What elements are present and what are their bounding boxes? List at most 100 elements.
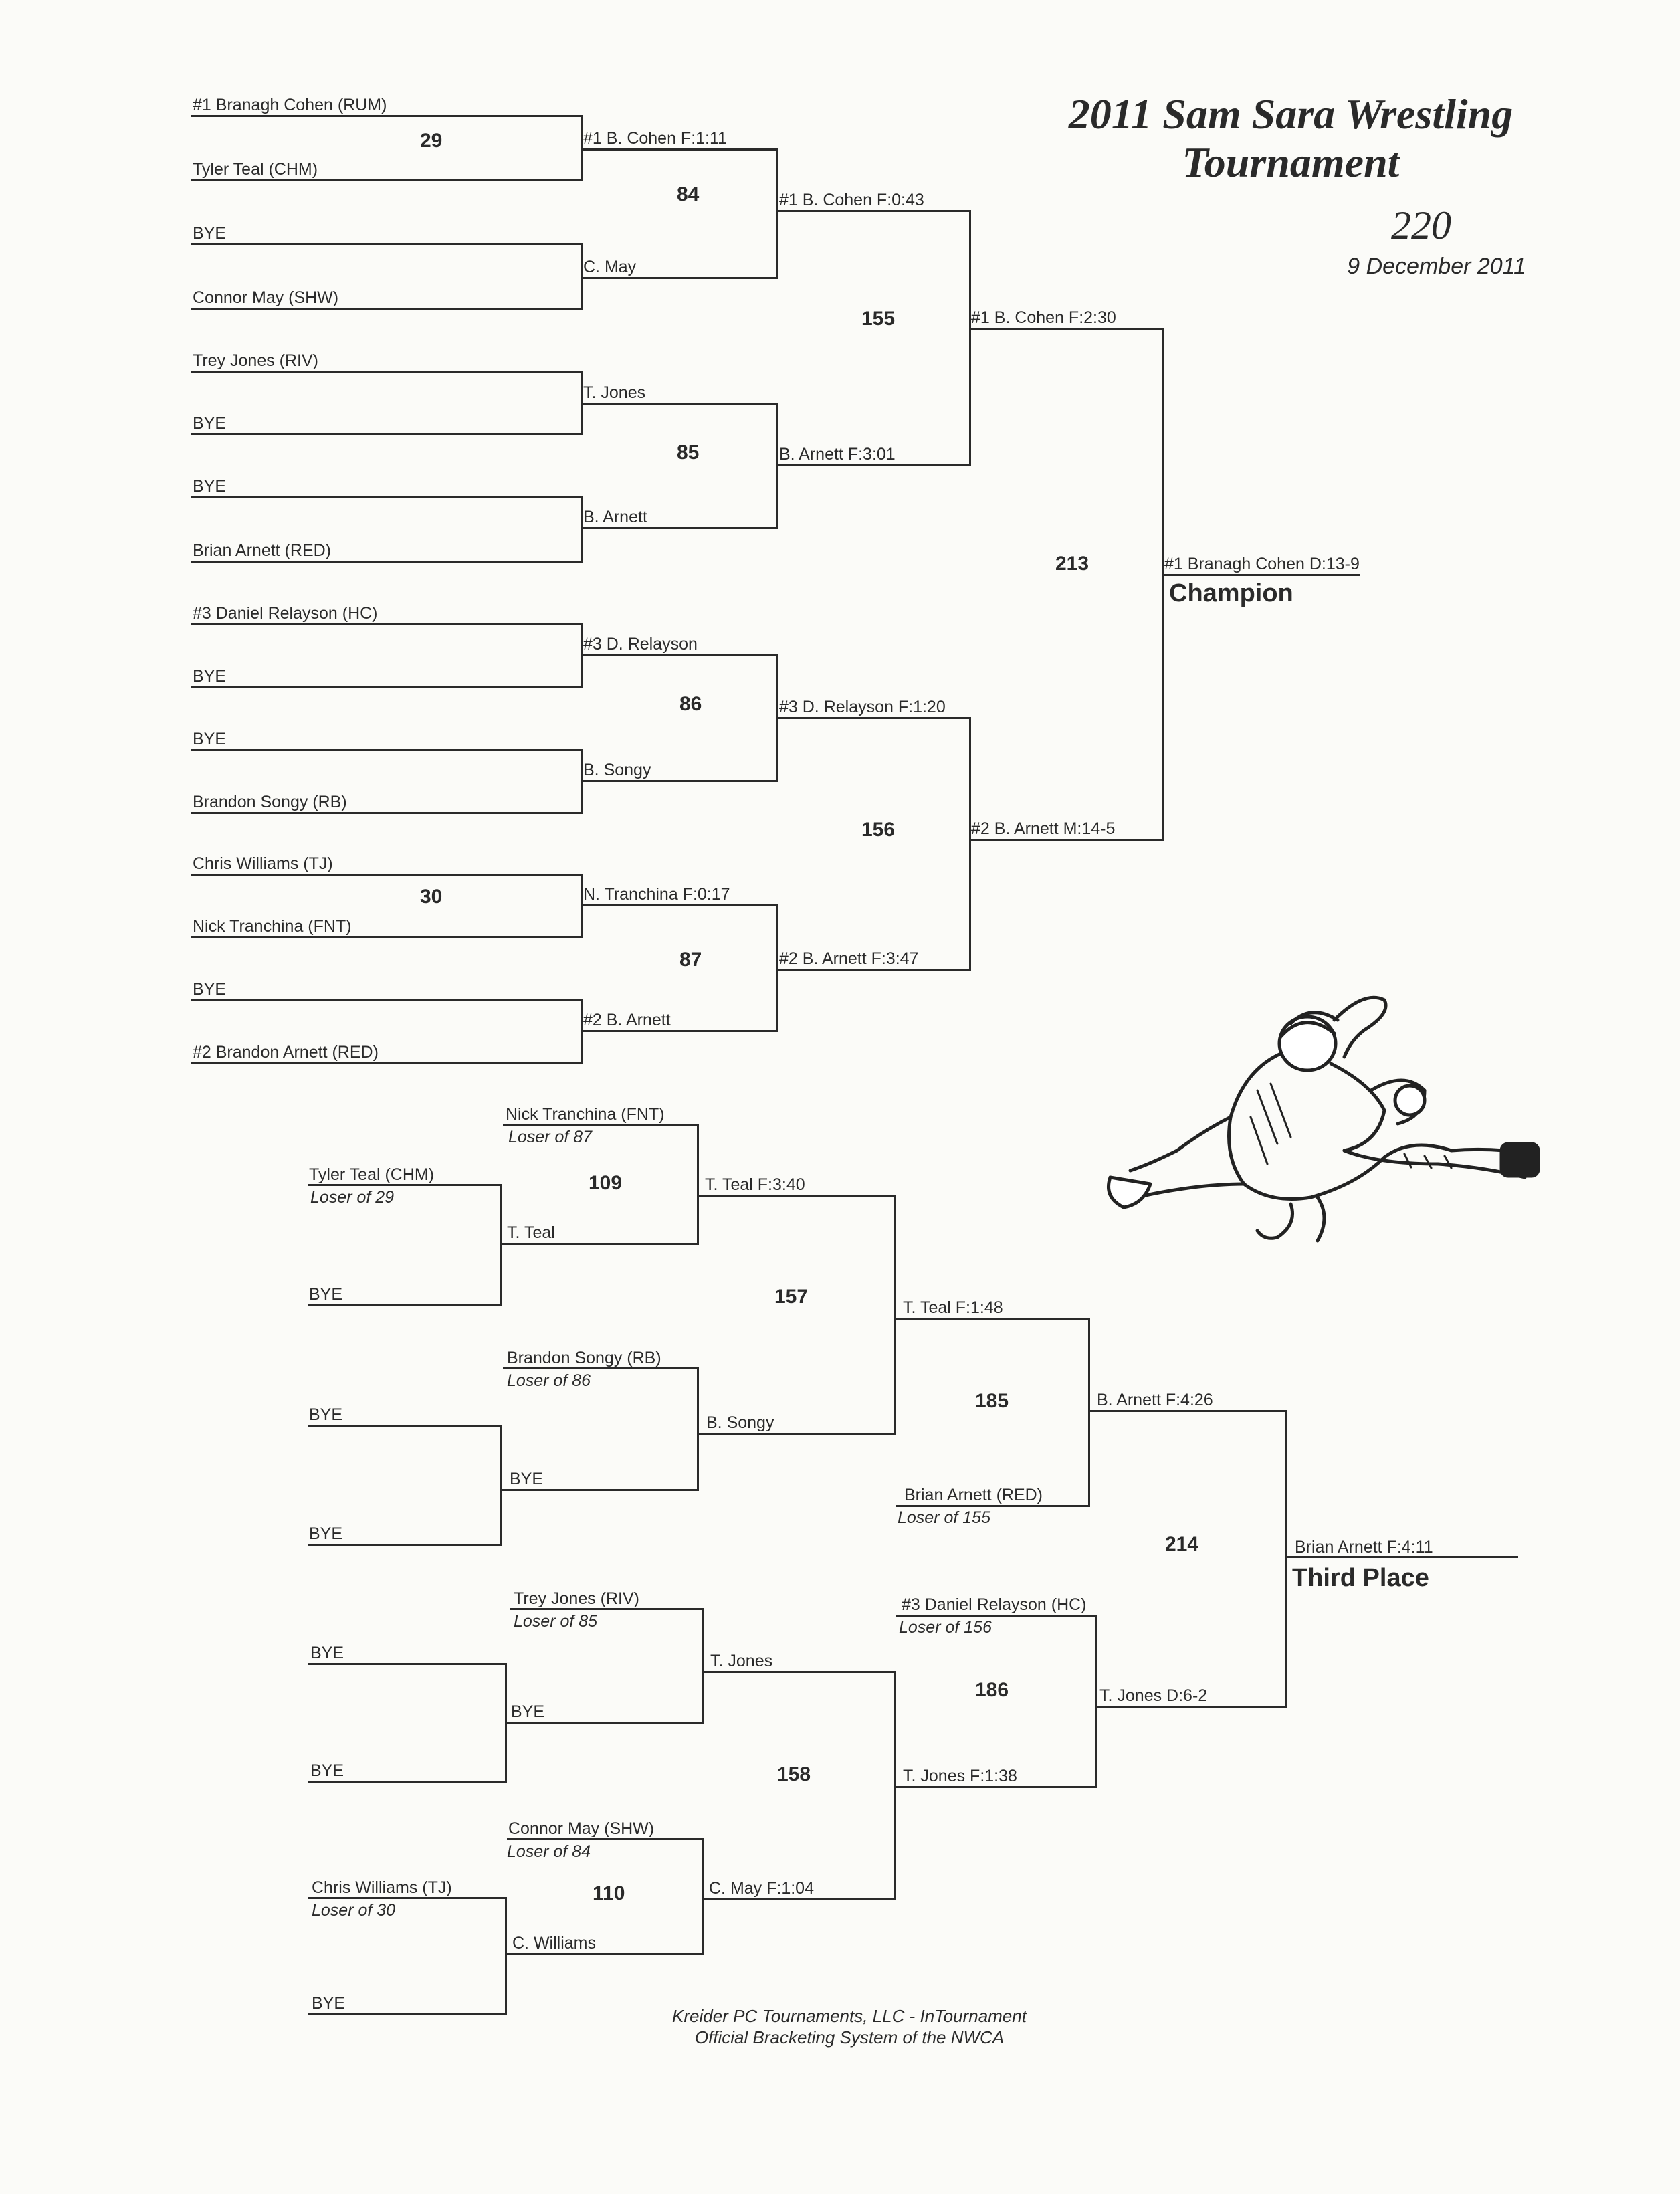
- bout-number: 158: [777, 1763, 811, 1785]
- entrant-name: #1 Branagh Cohen (RUM): [193, 96, 387, 114]
- bracket-line: [581, 243, 583, 310]
- bout-result: #3 D. Relayson: [583, 635, 698, 654]
- entrant-name: BYE: [193, 414, 227, 433]
- bout-number: 186: [975, 1679, 1009, 1701]
- footer-line-1: Kreider PC Tournaments, LLC - InTourname…: [672, 2006, 1027, 2026]
- bracket-line: [308, 1897, 507, 1899]
- bout-number: 30: [420, 886, 443, 908]
- bracket-line: [894, 1318, 1090, 1320]
- loser-of-note: Loser of 30: [312, 1901, 396, 1920]
- bout-number: 185: [975, 1390, 1009, 1412]
- consolation-entrant: Tyler Teal (CHM): [309, 1165, 435, 1184]
- consolation-entrant: Chris Williams (TJ): [312, 1878, 452, 1897]
- bracket-line: [191, 243, 582, 245]
- bout-result: T. Teal: [507, 1223, 555, 1242]
- entrant-name: BYE: [193, 224, 227, 243]
- bracket-line: [308, 1544, 502, 1546]
- entrant-name: Tyler Teal (CHM): [193, 160, 318, 179]
- bracket-line: [503, 1367, 699, 1369]
- bracket-line: [500, 1489, 699, 1491]
- consolation-entrant: Connor May (SHW): [508, 1819, 655, 1838]
- bout-number: 109: [589, 1172, 623, 1194]
- bracket-line: [191, 999, 582, 1001]
- third-place-result: Brian Arnett F:4:11: [1295, 1538, 1433, 1557]
- bout-result: #2 B. Arnett: [583, 1011, 671, 1029]
- bracket-line: [776, 904, 778, 1032]
- bracket-line: [776, 717, 970, 719]
- bracket-line: [191, 1062, 582, 1064]
- bracket-line: [1088, 1410, 1287, 1412]
- loser-of-note: Loser of 85: [514, 1612, 598, 1631]
- third-place-label: Third Place: [1292, 1564, 1429, 1592]
- bracket-line: [969, 210, 971, 466]
- bracket-line: [1162, 328, 1164, 841]
- bracket-line: [697, 1195, 896, 1197]
- tournament-date: 9 December 2011: [1347, 254, 1526, 279]
- bracket-line: [500, 1425, 502, 1546]
- bracket-line: [969, 328, 1164, 330]
- bracket-line: [510, 1608, 704, 1610]
- bout-result: #2 B. Arnett F:3:47: [779, 949, 919, 968]
- bracket-line: [581, 496, 583, 563]
- bracket-line: [191, 561, 582, 563]
- entrant-name: BYE: [193, 477, 227, 496]
- consolation-entrant: Brian Arnett (RED): [904, 1486, 1043, 1504]
- bout-result: B. Arnett: [583, 508, 647, 526]
- bracket-line: [191, 371, 582, 373]
- bracket-line: [1095, 1615, 1097, 1788]
- bracket-line: [1285, 1410, 1287, 1708]
- footer-line-2: Official Bracketing System of the NWCA: [694, 2027, 1005, 2048]
- wrestlers-illustration: [1107, 995, 1540, 1243]
- bracket-line: [581, 780, 778, 782]
- entrant-name: Trey Jones (RIV): [193, 351, 319, 370]
- entrant-name: #2 Brandon Arnett (RED): [193, 1043, 379, 1062]
- loser-of-note: Loser of 29: [310, 1188, 395, 1207]
- loser-of-note: Loser of 156: [899, 1618, 992, 1637]
- bracket-line: [191, 936, 582, 938]
- bout-result: T. Jones F:1:38: [903, 1767, 1017, 1785]
- title-line-2: Tournament: [1182, 138, 1400, 186]
- bout-result: B. Arnett F:4:26: [1097, 1391, 1213, 1409]
- bracket-line: [896, 1505, 1090, 1507]
- bracket-line: [697, 1367, 699, 1491]
- loser-of-note: Loser of 155: [898, 1508, 990, 1527]
- bracket-line: [191, 179, 582, 181]
- bout-number: 87: [679, 949, 702, 971]
- bout-result: B. Arnett F:3:01: [779, 445, 896, 464]
- consolation-entrant: Brandon Songy (RB): [507, 1349, 661, 1367]
- bracket-line: [500, 1184, 502, 1306]
- bracket-line: [308, 1781, 507, 1783]
- consolation-entrant: BYE: [309, 1285, 343, 1304]
- bracket-line: [505, 1897, 507, 2015]
- bout-number: 214: [1165, 1533, 1199, 1555]
- bout-result: B. Songy: [706, 1413, 774, 1432]
- consolation-entrant: BYE: [309, 1405, 343, 1424]
- bracket-line: [191, 874, 582, 876]
- bracket-line: [581, 277, 778, 279]
- bout-result: N. Tranchina F:0:17: [583, 885, 730, 904]
- footer: Kreider PC Tournaments, LLC - InTourname…: [589, 2005, 1110, 2048]
- bracket-line: [1285, 1556, 1518, 1558]
- bout-number: 110: [593, 1882, 625, 1904]
- bracket-line: [581, 148, 778, 151]
- consolation-entrant: #3 Daniel Relayson (HC): [902, 1595, 1087, 1614]
- entrant-name: Brian Arnett (RED): [193, 541, 332, 560]
- bracket-line: [191, 308, 582, 310]
- loser-of-note: Loser of 84: [507, 1842, 591, 1861]
- bracket-line: [1088, 1318, 1090, 1507]
- loser-of-note: Loser of 87: [508, 1128, 593, 1146]
- bracket-line: [191, 496, 582, 498]
- bracket-line: [191, 115, 582, 117]
- bracket-line: [969, 839, 1164, 841]
- bracket-line: [581, 1030, 778, 1032]
- bracket-line: [1095, 1706, 1287, 1708]
- bout-result: T. Jones D:6-2: [1099, 1686, 1208, 1705]
- bout-number: 29: [420, 130, 443, 152]
- bracket-line: [308, 1425, 502, 1427]
- bracket-line: [776, 210, 970, 212]
- bout-number: 155: [861, 308, 896, 330]
- bout-result: T. Jones: [710, 1652, 773, 1670]
- entrant-name: BYE: [193, 980, 227, 999]
- bracket-line: [969, 717, 971, 971]
